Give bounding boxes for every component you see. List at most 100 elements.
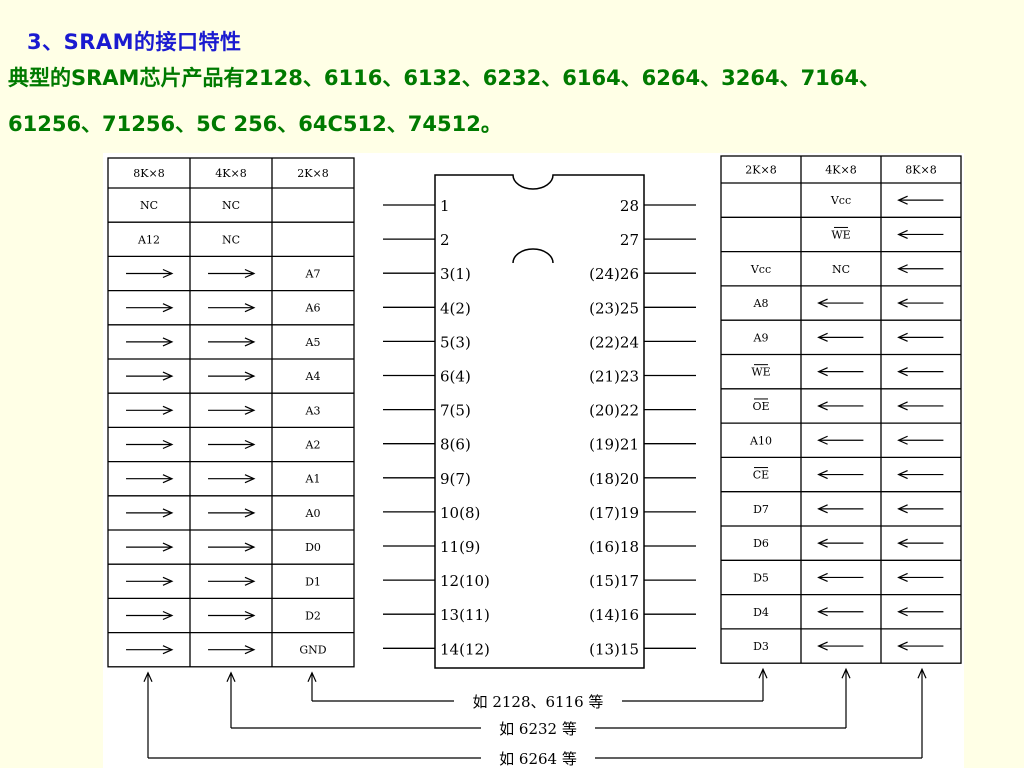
right-cell: A8: [753, 297, 769, 310]
right-cell-arrow-head: [817, 538, 828, 548]
chip-right-pin-label: (15)17: [589, 572, 639, 590]
right-cell: OE: [752, 400, 769, 413]
left-cell-arrow-head: [162, 268, 174, 279]
left-header-cell: 2K×8: [297, 167, 328, 180]
right-cell-arrow-head: [817, 572, 828, 582]
right-table-frame: [720, 155, 962, 664]
bracket-left-arrowhead: [143, 671, 153, 683]
left-cell-arrow-head: [244, 474, 256, 484]
chip-left-pin-label: 10(8): [440, 504, 480, 522]
right-cell: D7: [753, 503, 769, 516]
left-cell: NC: [222, 233, 240, 246]
chip-left-pin-label: 4(2): [440, 299, 471, 317]
chip-left-pin-label: 5(3): [440, 333, 471, 351]
left-cell-arrow-head: [162, 405, 174, 415]
left-header-cell: 4K×8: [215, 167, 246, 180]
left-cell: A2: [305, 439, 321, 452]
right-cell-arrow-head: [897, 470, 908, 480]
right-cell-arrow-head: [897, 195, 908, 205]
left-cell-arrow-head: [244, 508, 256, 518]
chip-right-pin-label: (13)15: [589, 640, 639, 658]
right-cell-arrow-head: [897, 538, 908, 548]
right-cell: D3: [753, 640, 769, 653]
right-cell-arrow-head: [897, 572, 908, 582]
chip-right-pin-label: 27: [620, 231, 639, 249]
right-cell-arrow-head: [817, 607, 828, 617]
right-cell-arrow-head: [817, 401, 828, 411]
right-cell: A10: [749, 434, 772, 447]
bracket-label: 如 6264 等: [499, 750, 577, 768]
left-cell-arrow-head: [244, 303, 256, 313]
left-header-cell: 8K×8: [133, 167, 164, 180]
left-cell-arrow-head: [162, 303, 174, 313]
left-cell-arrow-head: [244, 337, 256, 347]
right-cell-arrow-head: [897, 435, 908, 445]
left-cell-arrow-head: [162, 508, 174, 518]
left-cell-arrow-head: [244, 268, 256, 279]
left-cell-arrow-head: [244, 576, 256, 586]
left-cell-arrow-head: [244, 610, 256, 621]
left-cell-arrow-head: [162, 645, 174, 655]
right-cell: CE: [753, 469, 769, 482]
left-cell: A0: [305, 507, 321, 520]
chip-left-pin-label: 6(4): [440, 368, 471, 386]
right-header-cell: 8K×8: [905, 164, 936, 177]
chip-body: [434, 174, 645, 669]
right-cell-arrow-head: [817, 332, 828, 342]
right-cell-arrow-head: [817, 435, 828, 445]
right-cell: D6: [753, 537, 769, 550]
right-cell: A9: [753, 331, 769, 344]
right-cell-arrow-head: [817, 470, 828, 480]
left-cell-arrow-head: [162, 337, 174, 347]
right-cell: WE: [831, 228, 850, 241]
chip-right-pin-label: (23)25: [589, 299, 639, 317]
right-cell-arrow-head: [897, 229, 908, 239]
left-cell: A4: [305, 370, 321, 383]
right-cell-arrow-head: [817, 504, 828, 514]
left-cell: A5: [305, 336, 321, 349]
left-cell: NC: [222, 199, 240, 212]
bracket-label: 如 2128、6116 等: [473, 693, 604, 711]
left-cell: D2: [305, 610, 321, 623]
left-cell-arrow-head: [162, 474, 174, 484]
left-cell: GND: [299, 644, 326, 657]
chip-left-pin-label: 9(7): [440, 470, 471, 488]
bracket-right-arrowhead: [917, 667, 927, 679]
right-cell-arrow-head: [897, 367, 908, 377]
right-cell-arrow-head: [817, 641, 828, 651]
bracket-label: 如 6232 等: [499, 720, 577, 738]
right-cell-arrow-head: [897, 504, 908, 514]
chip-left-pin-label: 8(6): [440, 436, 471, 454]
chip-left-pin-label: 14(12): [440, 640, 490, 658]
chip-right-pin-label: (24)26: [589, 265, 639, 283]
right-cell-arrow-head: [897, 641, 908, 651]
chip-right-pin-label: (19)21: [589, 436, 639, 454]
left-cell: A12: [137, 233, 160, 246]
chip-right-pin-label: (14)16: [589, 606, 639, 624]
left-cell: A3: [305, 404, 321, 417]
bracket-right-arrowhead: [841, 667, 851, 679]
left-cell: D0: [305, 541, 321, 554]
bracket-right-arrowhead: [758, 667, 768, 679]
right-cell: NC: [832, 263, 850, 276]
slide-title: 3、SRAM的接口特性: [27, 30, 242, 54]
chip-right-pin-label: 28: [620, 197, 639, 215]
chip-right-pin-label: (21)23: [589, 368, 639, 386]
left-cell-arrow-head: [244, 405, 256, 415]
chip-left-pin-label: 13(11): [440, 606, 490, 624]
chip-right-pin-label: (22)24: [589, 333, 639, 351]
chip-left-pin-label: 3(1): [440, 265, 471, 283]
chip-left-pin-label: 11(9): [440, 538, 480, 556]
bracket-left-arrowhead: [307, 671, 317, 683]
left-cell-arrow-head: [162, 610, 174, 621]
right-cell-arrow-head: [897, 332, 908, 342]
left-cell-arrow-head: [244, 371, 256, 381]
right-cell-arrow-head: [897, 401, 908, 411]
right-cell: D5: [753, 571, 769, 584]
slide-text-line-2: 61256、71256、5C 256、64C512、74512。: [8, 112, 502, 136]
right-cell: Vcc: [750, 263, 771, 276]
left-cell: A1: [305, 473, 321, 486]
right-cell-arrow-head: [817, 298, 828, 308]
